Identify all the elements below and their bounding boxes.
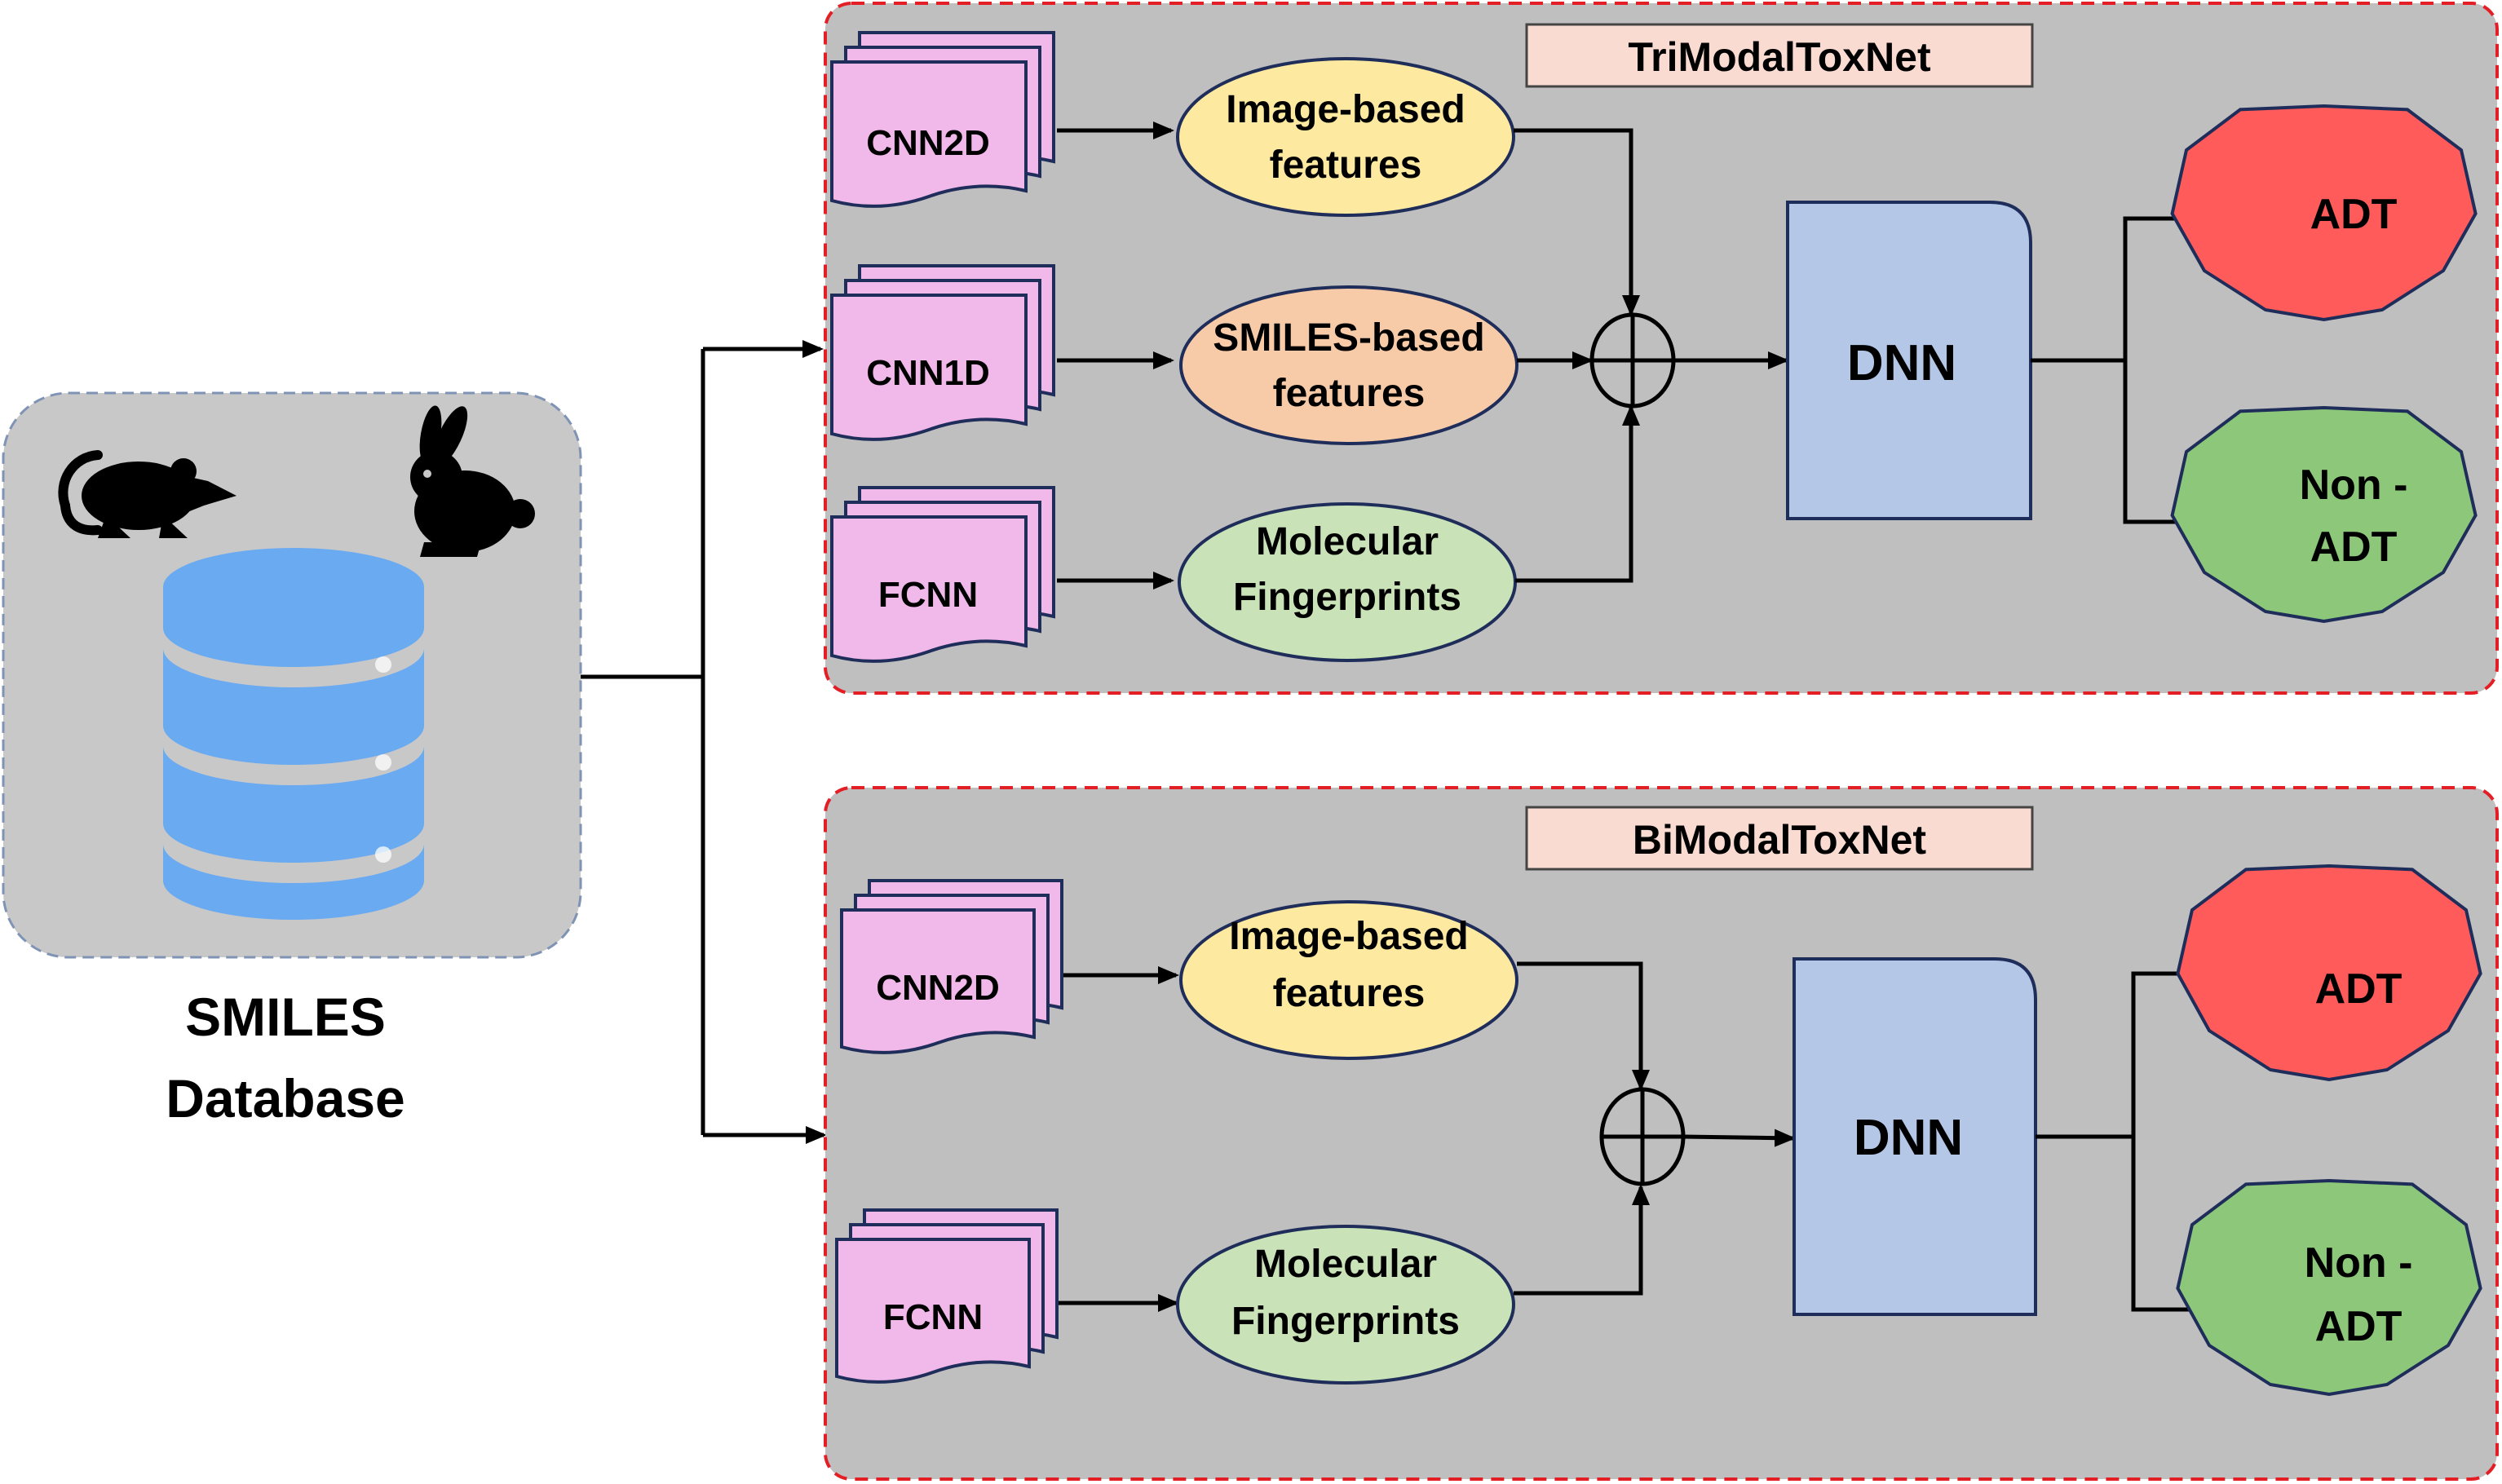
- bi-dnn-label: DNN: [1854, 1110, 1963, 1166]
- tri-concat-icon: [1589, 312, 1676, 409]
- bi-dnn-box: [1793, 957, 2037, 1316]
- tri-feature-smiles-line1: SMILES-based: [1213, 316, 1484, 360]
- bi-concat-icon: [1599, 1087, 1686, 1186]
- tri-doc-stack-cnn2d: [830, 31, 1055, 208]
- bi-output-adt: [2176, 863, 2482, 1082]
- bi-feature-image-line2: features: [1273, 972, 1426, 1015]
- bi-output-non-adt-line2: ADT: [2315, 1303, 2403, 1350]
- bi-feature-image: [1179, 900, 1518, 1060]
- tri-output-non-adt: [2170, 405, 2478, 624]
- trimodal-title: TriModalToxNet: [1628, 34, 1931, 80]
- bi-output-non-adt-line1: Non -: [2305, 1239, 2413, 1287]
- tri-output-adt-label: ADT: [2310, 191, 2398, 238]
- tri-output-adt: [2170, 104, 2478, 322]
- bi-doc-stack-fcnn: [835, 1208, 1059, 1384]
- tri-concat-connectors: [1514, 128, 1789, 583]
- tri-model-cnn1d: CNN1D: [866, 353, 990, 393]
- tri-feature-image: [1176, 57, 1515, 217]
- split-connector: [581, 340, 827, 1144]
- tri-doc-arrows: [1057, 121, 1174, 590]
- tri-model-cnn2d: CNN2D: [866, 123, 990, 163]
- database-icon: [163, 548, 424, 920]
- tri-feature-smiles-line2: features: [1273, 372, 1426, 415]
- bi-output-adt-label: ADT: [2315, 965, 2403, 1013]
- tri-output-non-adt-line1: Non -: [2300, 462, 2408, 509]
- tri-feature-fingerprints-line2: Fingerprints: [1233, 576, 1461, 619]
- tri-feature-image-line2: features: [1270, 144, 1422, 187]
- tri-model-fcnn: FCNN: [878, 575, 978, 615]
- bi-doc-stack-cnn2d: [840, 879, 1063, 1054]
- tri-dnn-box: [1786, 201, 2032, 520]
- bi-model-fcnn: FCNN: [883, 1297, 983, 1337]
- rabbit-icon: [410, 405, 535, 557]
- tri-feature-image-line1: Image-based: [1226, 88, 1465, 131]
- database-panel: [2, 391, 582, 959]
- database-title-line2: Database: [166, 1068, 405, 1128]
- bi-doc-arrows: [1059, 966, 1179, 1312]
- tri-feature-smiles: [1179, 285, 1518, 445]
- database-title-line1: SMILES: [185, 987, 386, 1047]
- bi-feature-fingerprints-line1: Molecular: [1254, 1243, 1437, 1286]
- trimodal-title-box: [1525, 23, 2034, 88]
- bi-concat-connectors: [1514, 961, 1796, 1296]
- tri-doc-stack-fcnn: [830, 486, 1055, 663]
- tri-output-non-adt-line2: ADT: [2310, 523, 2398, 571]
- tri-dnn-label: DNN: [1847, 335, 1956, 391]
- tri-doc-stack-cnn1d: [830, 264, 1055, 441]
- bimodal-title: BiModalToxNet: [1633, 817, 1927, 863]
- bi-model-cnn2d: CNN2D: [876, 968, 1000, 1008]
- bi-feature-fingerprints-line2: Fingerprints: [1231, 1300, 1460, 1343]
- tri-feature-fingerprints-line1: Molecular: [1256, 520, 1439, 563]
- bi-feature-fingerprints: [1176, 1225, 1515, 1385]
- bi-output-non-adt: [2176, 1178, 2482, 1397]
- bimodal-title-box: [1525, 806, 2034, 871]
- bi-feature-image-line1: Image-based: [1229, 915, 1468, 958]
- mouse-icon: [58, 450, 236, 538]
